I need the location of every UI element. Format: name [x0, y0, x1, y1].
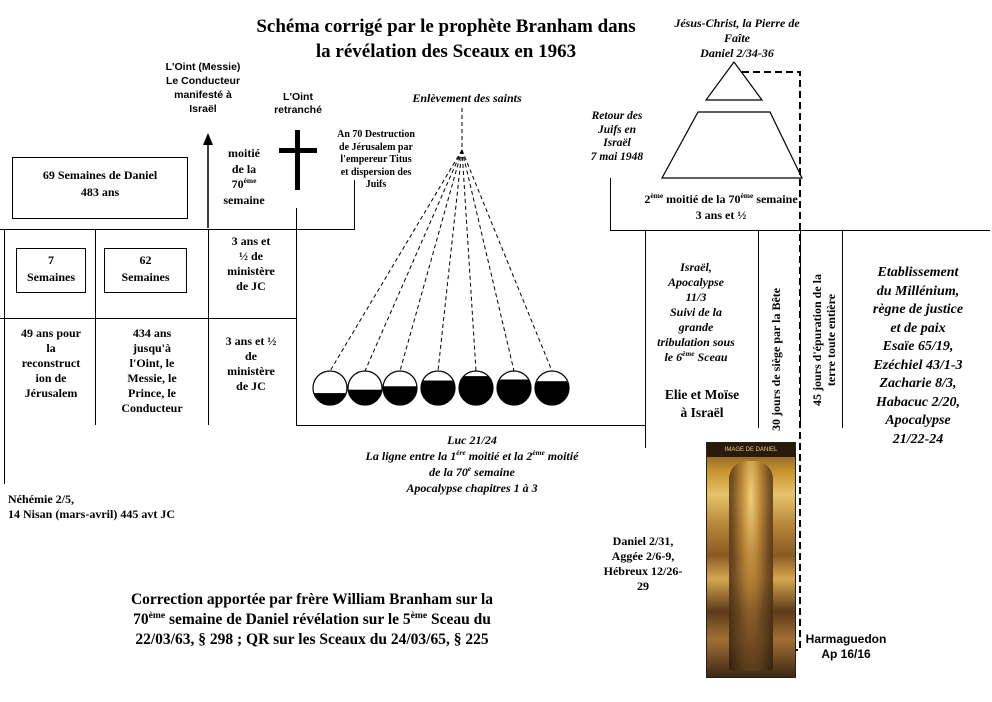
- pendulum-ball-fill: [348, 389, 382, 405]
- pendulum-string: [461, 149, 477, 372]
- line-upper-right-v: [354, 180, 355, 230]
- line-v-95: [95, 229, 96, 425]
- line-v-296: [296, 208, 297, 425]
- pendulum-ball: [458, 370, 494, 406]
- weeks-7-box: [16, 248, 86, 293]
- cross-horizontal: [279, 148, 317, 153]
- pendulum-string: [399, 149, 463, 372]
- weeks-69-label: 69 Semaines de Daniel 483 ans: [42, 168, 158, 199]
- pendulum-string: [461, 149, 553, 372]
- purification-45-label: 45 jours d'épuration de la terre toute e…: [810, 274, 838, 407]
- line-right-v-610: [610, 178, 611, 230]
- cross-vertical: [295, 130, 300, 190]
- pendulum-ball: [382, 370, 418, 406]
- siege-30-label: 30 jours de siège par la Bête: [769, 287, 783, 431]
- line-right-v-645: [645, 230, 646, 448]
- pendulum-string: [329, 149, 463, 372]
- line-right-v-842: [842, 230, 843, 428]
- weeks-7-label: 7 Semaines: [27, 253, 75, 284]
- pendulum-ball: [496, 370, 532, 406]
- pendulum-ball-fill: [421, 380, 455, 405]
- daniel-statue-image: IMAGE DE DANIEL: [706, 442, 796, 678]
- pyramid-body: [660, 111, 803, 179]
- ministry-2-label: 3 ans et ½ de ministère de JC: [225, 334, 277, 393]
- arrow-up-head: [203, 133, 213, 145]
- rapture-label: Enlèvement des saints: [412, 91, 522, 105]
- oint-retranche-label: L'Oint retranché: [274, 91, 322, 116]
- half-70-label: moitié de la 70ème semaine: [223, 146, 265, 207]
- weeks-62-box: [104, 248, 187, 293]
- pendulum-ball: [534, 370, 570, 406]
- jesus-stone-label: Jésus-Christ, la Pierre de Faîte Daniel …: [674, 16, 800, 60]
- israel-apocalypse-label: Israël, Apocalypse 11/3 Suivi de la gran…: [657, 260, 735, 364]
- second-half-label: 2ème moitié de la 70ème semaine 3 ans et…: [644, 191, 798, 222]
- pendulum-string: [364, 149, 463, 372]
- pendulum-ball-fill: [313, 393, 347, 405]
- ministry-1-label: 3 ans et ½ de ministère de JC: [227, 234, 275, 293]
- return-jews-label: Retour des Juifs en Israël 7 mai 1948: [590, 110, 644, 163]
- pendulum-group: [312, 149, 570, 406]
- line-right-v-758: [758, 230, 759, 428]
- correction-note: Correction apportée par frère William Br…: [130, 591, 494, 648]
- statue-caption: IMAGE DE DANIEL: [707, 443, 795, 457]
- line-right-v-800: [800, 230, 801, 428]
- pendulum-ball: [312, 370, 348, 406]
- line-bottom: [296, 425, 646, 426]
- years-434-label: 434 ans jusqu'à l'Oint, le Messie, le Pr…: [121, 326, 183, 415]
- pendulum-ball-fill: [497, 379, 531, 405]
- destruction-label: An 70 Destruction de Jérusalem par l'emp…: [337, 129, 415, 190]
- line-lower-left: [0, 318, 296, 319]
- millennium-label: Etablissement du Millénium, règne de jus…: [872, 265, 964, 447]
- luke-label: Luc 21/24 La ligne entre la 1ère moitié …: [365, 433, 579, 495]
- line-v-0: [4, 229, 5, 484]
- page-title: Schéma corrigé par le prophète Branham d…: [256, 16, 636, 62]
- pyramid-top: [704, 60, 764, 101]
- line-v-208: [208, 229, 209, 425]
- daniel-reference-label: Daniel 2/31, Aggée 2/6-9, Hébreux 12/26-…: [603, 534, 683, 593]
- nehemiah-label: Néhémie 2/5, 14 Nisan (mars-avril) 445 a…: [8, 492, 175, 521]
- pendulum-ball-fill: [383, 386, 417, 405]
- pendulum-string: [437, 149, 463, 372]
- pendulum-ball-fill: [535, 381, 569, 405]
- line-upper-left: [0, 229, 354, 230]
- pendulum-ball: [420, 370, 456, 406]
- oint-messie-label: L'Oint (Messie) Le Conducteur manifesté …: [165, 61, 241, 115]
- pendulum-ball: [347, 370, 383, 406]
- years-49-label: 49 ans pour la reconstruct ion de Jérusa…: [20, 326, 82, 400]
- statue-figure: [729, 461, 773, 671]
- elijah-moses-label: Elie et Moïse à Israël: [664, 387, 740, 420]
- weeks-69-box: [12, 157, 188, 219]
- armageddon-label: Harmaguedon Ap 16/16: [805, 632, 887, 661]
- pendulum-string: [461, 149, 515, 372]
- weeks-62-label: 62 Semaines: [121, 253, 170, 284]
